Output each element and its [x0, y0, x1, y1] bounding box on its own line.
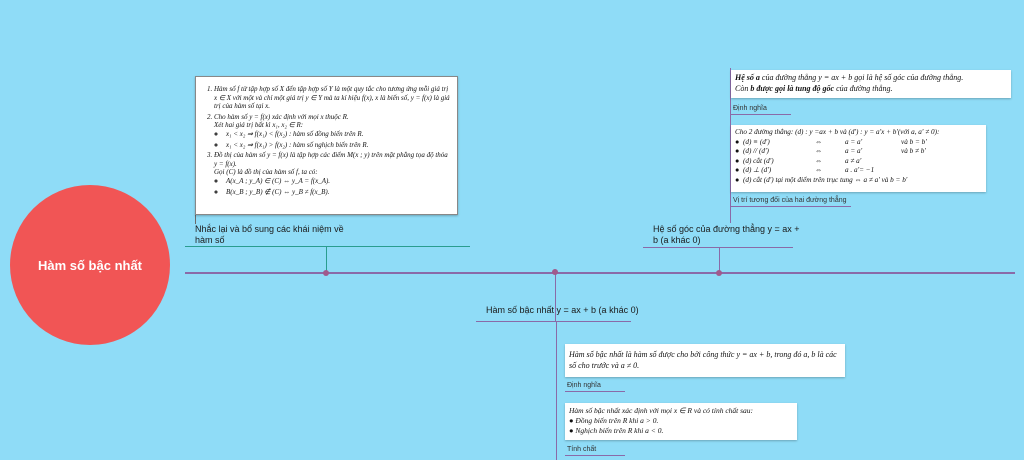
topic-slope-line1: Hệ số góc của đường thẳng y = ax + — [653, 224, 800, 234]
review-list: Hàm số f từ tập hợp số X đến tập hợp số … — [200, 85, 451, 196]
positions-row-cond-a: a = a' — [845, 147, 863, 155]
left-branch-underline — [185, 246, 470, 247]
positions-row: ●(d) cắt (d') ⇔ a ≠ a' — [735, 157, 982, 167]
review-item-2: Cho hàm số y = f(x) xác định với mọi x t… — [214, 113, 451, 149]
linear-definition-card: Hàm số bậc nhất là hàm số được cho bởi c… — [565, 344, 845, 377]
properties-item-1: ● Đồng biến trên R khi a > 0. — [569, 416, 659, 425]
bottom-branch-underline — [476, 321, 631, 322]
review-item-3-c: A(x_A ; y_A) ∈ (C) ⇔ y_A = f(x_A). — [226, 177, 451, 186]
positions-row-relation: (d) ≡ (d') — [743, 137, 770, 146]
positions-intro: Cho 2 đường thẳng: (d) : y =ax + b và (d… — [735, 128, 940, 136]
left-branch-node — [323, 270, 329, 276]
positions-row-relation: (d) // (d') — [743, 147, 769, 155]
slope-def-text-e: của đường thẳng. — [834, 84, 893, 93]
topic-slope[interactable]: Hệ số góc của đường thẳng y = ax + b (a … — [653, 224, 803, 246]
positions-last-text: (d) cắt (d') tại một điểm trên trục tung… — [743, 175, 908, 184]
slope-definition-card: Hệ số a của đường thẳng y = ax + b gọi l… — [731, 70, 1011, 98]
linear-cards-spine — [556, 322, 557, 460]
positions-row: ●(d) // (d') ⇔ a = a' và b ≠ b' — [735, 147, 982, 157]
slope-def-term-b: b được gọi là tung độ gốc — [750, 84, 835, 93]
review-card: Hàm số f từ tập hợp số X đến tập hợp số … — [195, 76, 458, 215]
topic-review-line2: hàm số — [195, 235, 225, 245]
topic-review-functions[interactable]: Nhắc lại và bổ sung các khái niệm về hàm… — [195, 224, 395, 246]
positions-last-row: ●(d) cắt (d') tại một điểm trên trục tun… — [735, 175, 908, 184]
positions-row: ●(d) ≡ (d') ⇔ a = a' và b = b' — [735, 138, 982, 148]
right-branch-underline — [643, 247, 793, 248]
positions-row-iff: ⇔ — [815, 137, 823, 146]
properties-intro: Hàm số bậc nhất xác định với mọi x ∈ R v… — [569, 406, 754, 415]
right-branch-node — [716, 270, 722, 276]
central-topic-label: Hàm số bậc nhất — [37, 257, 143, 273]
review-item-1: Hàm số f từ tập hợp số X đến tập hợp số … — [214, 85, 451, 111]
review-item-2-d: x₁ < x₂ ⇒ f(x₁) > f(x₂) : hàm số nghịch … — [226, 141, 451, 150]
properties-caption: Tính chất — [567, 446, 597, 453]
review-item-1-text: Hàm số f từ tập hợp số X đến tập hợp số … — [214, 85, 450, 111]
positions-row-iff: ⇔ — [815, 156, 823, 165]
review-item-2-a: Cho hàm số y = f(x) xác định với mọi x t… — [214, 112, 349, 121]
slope-def-caption-line — [731, 114, 791, 115]
bullet-icon: ● — [735, 166, 740, 174]
positions-row-cond-a: a ≠ a' — [845, 156, 862, 165]
positions-row-cond-a: a . a'= −1 — [845, 166, 875, 174]
positions-row-cond-a: a = a' — [845, 137, 863, 146]
properties-item-2: ● Nghịch biến trên R khi a < 0. — [569, 426, 664, 435]
positions-caption-line — [731, 206, 851, 207]
positions-rows: ●(d) ≡ (d')⇔a = a'và b = b'●(d) // (d')⇔… — [735, 138, 982, 176]
topic-linear-function[interactable]: Hàm số bậc nhất y = ax + b (a khác 0) — [486, 305, 639, 315]
left-branch-connector — [326, 246, 327, 274]
positions-row-iff: ⇔ — [815, 147, 823, 155]
topic-review-line1: Nhắc lại và bổ sung các khái niệm về — [195, 224, 344, 234]
review-item-2-bullets: x₁ < x₂ ⇒ f(x₁) < f(x₂) : hàm số đồng bi… — [214, 130, 451, 149]
slope-def-text-b: của đường thẳng y = ax + b gọi là hệ số … — [759, 73, 964, 82]
positions-row-iff: ⇔ — [815, 166, 823, 174]
positions-row-relation: (d) cắt (d') — [743, 156, 774, 165]
bottom-branch-connector — [555, 272, 556, 322]
review-item-2-c: x₁ < x₂ ⇒ f(x₁) < f(x₂) : hàm số đồng bi… — [226, 130, 451, 139]
review-card-connector — [195, 215, 196, 224]
main-branch-line — [185, 272, 1015, 274]
properties-caption-line — [565, 455, 625, 456]
properties-item-2-text: Nghịch biến trên R khi a < 0. — [575, 426, 664, 435]
positions-row-relation: (d) ⊥ (d') — [743, 166, 772, 174]
bottom-branch-node — [552, 269, 558, 275]
slope-definition-caption: Định nghĩa — [733, 105, 767, 112]
right-branch-connector — [719, 247, 720, 274]
positions-row-cond-b: và b ≠ b' — [901, 147, 926, 155]
relative-position-caption: Vị trí tương đối của hai đường thẳng — [733, 197, 847, 204]
properties-item-1-text: Đồng biến trên R khi a > 0. — [575, 416, 659, 425]
relative-position-card: Cho 2 đường thẳng: (d) : y =ax + b và (d… — [731, 125, 986, 192]
slope-cards-spine — [730, 68, 731, 223]
positions-row: ●(d) ⊥ (d') ⇔ a . a'= −1 — [735, 166, 982, 176]
properties-card: Hàm số bậc nhất xác định với mọi x ∈ R v… — [565, 403, 797, 440]
positions-row-cond-b: và b = b' — [901, 137, 927, 146]
bullet-icon: ● — [735, 156, 740, 165]
slope-def-term-a: Hệ số a — [735, 73, 760, 82]
linear-def-caption-line — [565, 391, 625, 392]
linear-def-text: Hàm số bậc nhất là hàm số được cho bởi c… — [569, 350, 837, 370]
review-item-3-d: B(x_B ; y_B) ∉ (C) ⇔ y_B ≠ f(x_B). — [226, 188, 451, 197]
central-topic[interactable]: Hàm số bậc nhất — [10, 185, 170, 345]
review-item-3: Đồ thị của hàm số y = f(x) là tập hợp cá… — [214, 151, 451, 196]
slope-def-text-c: Còn — [735, 84, 751, 93]
linear-definition-caption: Định nghĩa — [567, 382, 601, 389]
topic-slope-line2: b (a khác 0) — [653, 235, 701, 245]
review-item-2-b: Xét hai giá trị bất kì x₁, x₂ ∈ R: — [214, 121, 304, 130]
review-item-3-b: Gọi (C) là đồ thị của hàm số f, ta có: — [214, 168, 318, 177]
bullet-icon: ● — [735, 147, 740, 155]
review-item-3-bullets: A(x_A ; y_A) ∈ (C) ⇔ y_A = f(x_A). B(x_B… — [214, 177, 451, 196]
bullet-icon: ● — [735, 137, 740, 146]
review-item-3-a: Đồ thị của hàm số y = f(x) là tập hợp cá… — [214, 151, 448, 168]
